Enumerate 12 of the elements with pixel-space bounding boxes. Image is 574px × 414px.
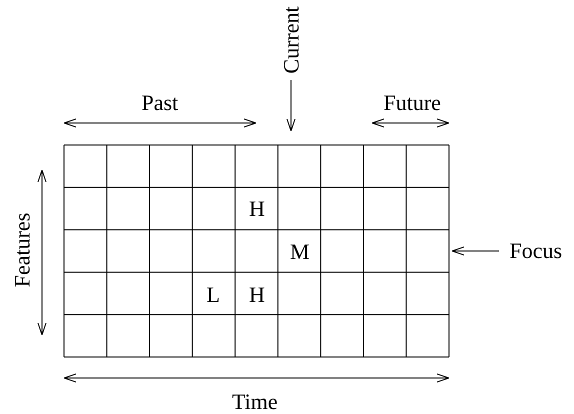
leader-line xyxy=(286,80,296,132)
axis-label: Features xyxy=(10,212,33,288)
cell-letter: H xyxy=(249,284,265,306)
pointer-label: Current xyxy=(280,6,302,74)
axis-label: Future xyxy=(384,92,441,114)
axis-label: Past xyxy=(142,92,178,114)
cell-letter: L xyxy=(206,284,220,306)
axis-label: Time xyxy=(232,391,278,413)
pointer-label: Focus xyxy=(510,240,562,262)
cell-letter: H xyxy=(249,198,265,220)
leader-line xyxy=(452,246,500,256)
cell-letter: M xyxy=(290,241,310,263)
